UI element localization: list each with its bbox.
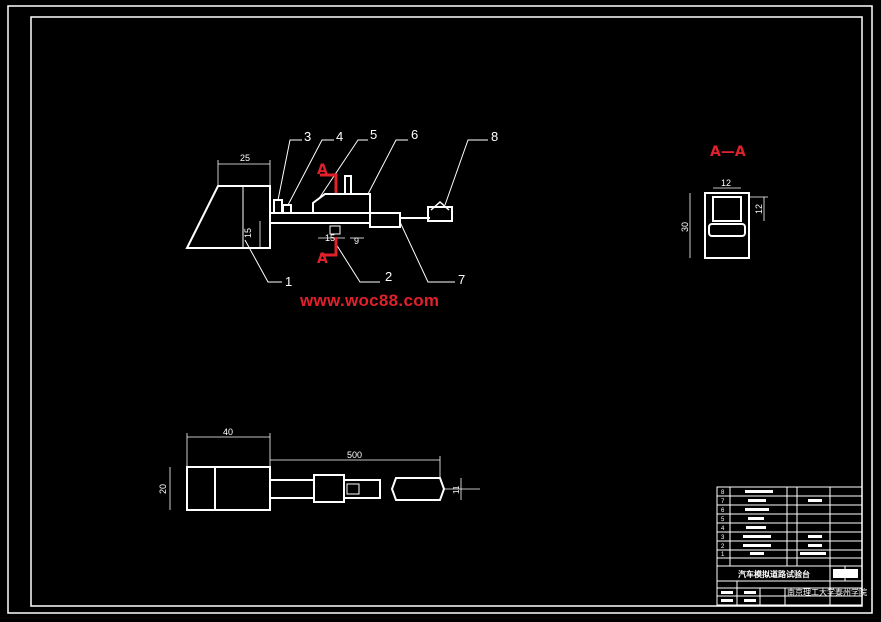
plan-coupler (313, 474, 345, 503)
piston (344, 175, 352, 195)
row-3: 3 (721, 535, 725, 541)
section-cut-markers (320, 173, 338, 257)
leader-8: 8 (491, 129, 498, 144)
leader-7: 7 (458, 272, 465, 287)
section-slot (712, 196, 742, 222)
plan-rod-2 (343, 479, 381, 499)
row-5: 5 (721, 517, 725, 523)
lower-block (329, 225, 341, 235)
part-3-block (273, 199, 283, 214)
plan-rod-1 (269, 479, 315, 499)
section-insert (708, 223, 746, 237)
plan-block (186, 466, 271, 511)
dim-12-top: 12 (721, 178, 731, 188)
dim-9: 9 (354, 236, 359, 246)
leader-lines (244, 139, 488, 283)
watermark-url: www.woc88.com (300, 291, 440, 310)
section-dimensions (689, 187, 768, 258)
part-4-block (282, 204, 292, 214)
row-4: 4 (721, 526, 725, 532)
row-8: 8 (721, 490, 725, 496)
end-fitting (427, 206, 453, 222)
inner-frame (30, 16, 863, 607)
leader-3: 3 (304, 129, 311, 144)
dim-20: 20 (158, 484, 168, 494)
row-7: 7 (721, 499, 725, 505)
dim-30: 30 (680, 222, 690, 232)
title-block-fill (721, 490, 858, 602)
title-block-school: 南京理工大学泰州学院 (787, 587, 867, 597)
dim-500: 500 (347, 450, 362, 460)
dim-40: 40 (223, 427, 233, 437)
leader-2: 2 (385, 269, 392, 284)
row-2: 2 (721, 544, 725, 550)
plan-end (390, 477, 446, 501)
side-dimensions (217, 160, 364, 248)
section-label: A—A (710, 144, 746, 160)
leader-6: 6 (411, 127, 418, 142)
plan-view (186, 466, 446, 511)
dim-15-vertical: 15 (243, 228, 253, 238)
leader-4: 4 (336, 129, 343, 144)
title-block-product: 汽车模拟道路试验台 (738, 569, 810, 579)
side-view (185, 175, 453, 249)
rod-section (369, 212, 401, 228)
end-cap (430, 200, 450, 211)
dim-12-side: 12 (754, 204, 764, 214)
carriage (312, 193, 371, 214)
section-outer (704, 192, 750, 259)
trapezoid-part (185, 185, 271, 249)
title-block-row-numbers: 8 7 6 5 4 3 2 1 (721, 490, 725, 558)
outer-frame (7, 5, 873, 614)
plan-dimensions (169, 433, 480, 510)
cut-marker-bottom: A (317, 251, 328, 267)
main-shaft (269, 212, 371, 224)
section-view (704, 192, 750, 259)
dim-15: 15 (325, 233, 335, 243)
leader-5: 5 (370, 127, 377, 142)
cut-marker-top: A (317, 162, 328, 178)
title-block (716, 486, 863, 606)
dim-11: 11 (452, 485, 461, 494)
row-6: 6 (721, 508, 725, 514)
dim-25: 25 (240, 153, 250, 163)
row-1: 1 (721, 552, 725, 558)
leader-1: 1 (285, 274, 292, 289)
plan-slot (346, 483, 360, 495)
